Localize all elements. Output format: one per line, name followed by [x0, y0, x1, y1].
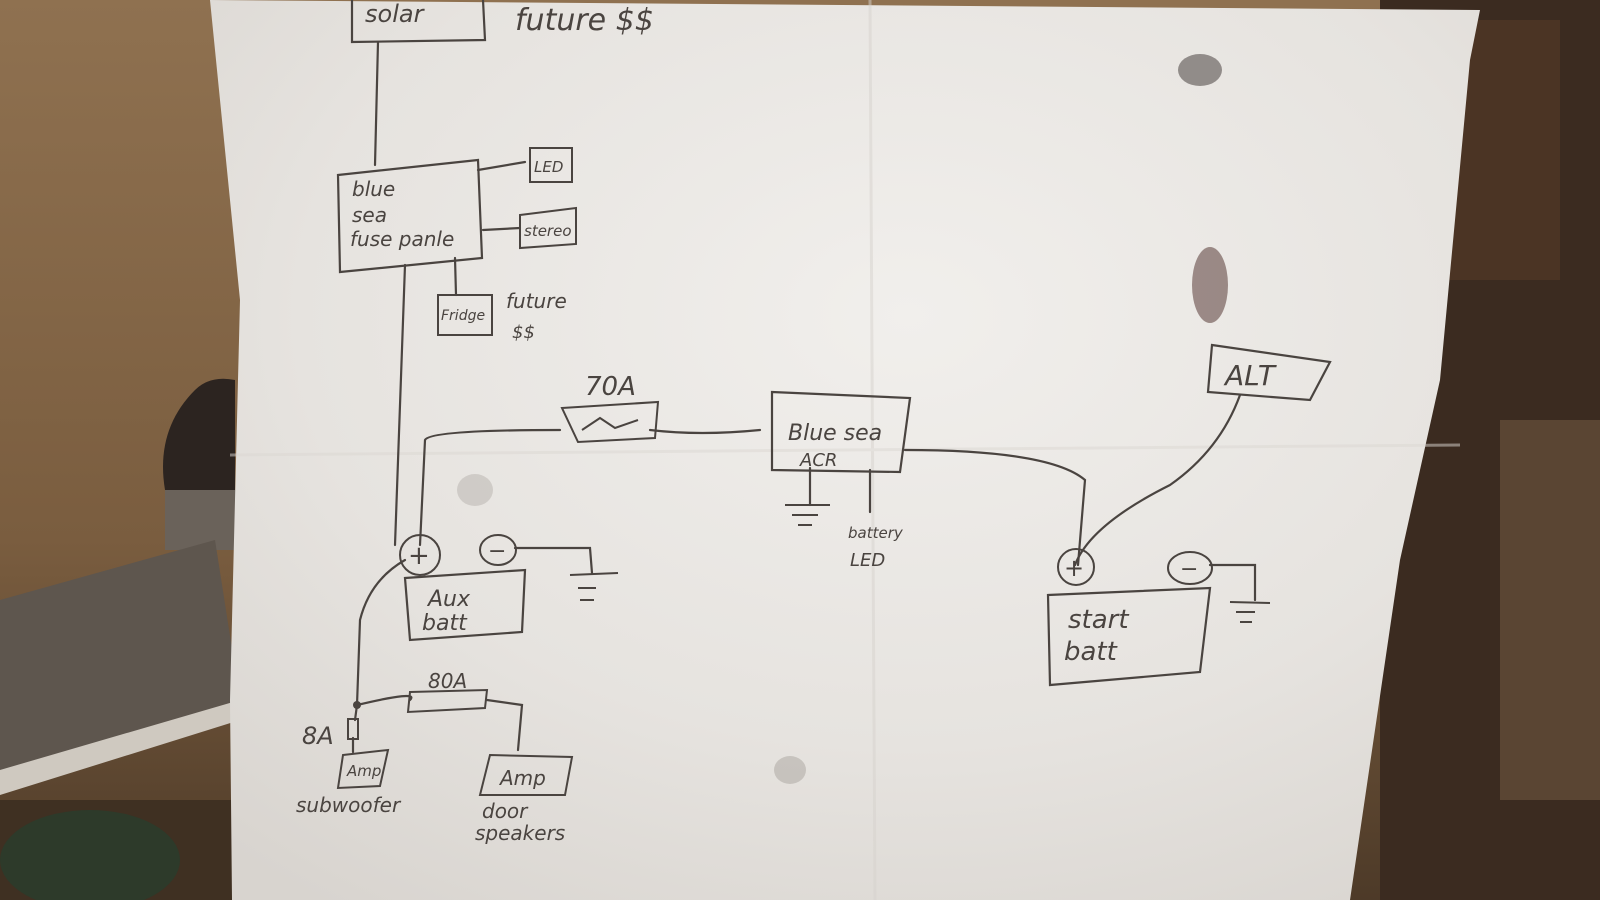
svg-text:Blue sea: Blue sea: [788, 421, 882, 446]
negative-terminal-icon: [479, 534, 517, 566]
acr-box: Blue sea ACR: [770, 390, 912, 474]
fuse-70a: 70A: [560, 372, 660, 444]
svg-text:stereo: stereo: [524, 222, 572, 240]
svg-text:subwoofer: subwoofer: [296, 793, 402, 817]
svg-text:+: +: [408, 541, 430, 571]
fuse-8a: 8A: [302, 718, 359, 750]
amp-subwoofer: Amp subwoofer: [296, 748, 402, 817]
positive-terminal-icon: [399, 534, 441, 576]
fuse-panel-line2: sea: [352, 203, 387, 227]
svg-text:door: door: [482, 799, 529, 823]
svg-text:+: +: [1064, 554, 1084, 582]
solar-label: solar: [365, 0, 426, 28]
fridge-box: Fridge: [437, 294, 493, 336]
svg-text:Amp: Amp: [346, 762, 381, 780]
amp-door-speakers: Amp door speakers: [475, 753, 574, 845]
svg-text:80A: 80A: [428, 669, 467, 693]
negative-terminal-icon: [1167, 551, 1213, 585]
fuse-panel-box: blue sea fuse panle: [336, 158, 484, 274]
future-money: $$: [512, 322, 535, 343]
ground-icon: [569, 504, 1271, 623]
fuse-panel-line3: fuse panle: [350, 227, 454, 251]
svg-text:Aux: Aux: [426, 587, 471, 612]
svg-text:speakers: speakers: [475, 821, 565, 845]
svg-text:8A: 8A: [302, 722, 334, 750]
stereo-box: stereo: [519, 206, 577, 250]
svg-text:−: −: [488, 539, 506, 564]
svg-text:−: −: [1180, 557, 1198, 582]
svg-text:ACR: ACR: [799, 450, 837, 471]
paper-marks: [229, 0, 1461, 900]
wires: [351, 40, 1257, 754]
svg-text:ALT: ALT: [1223, 359, 1277, 392]
fuse-80a: 80A: [406, 669, 489, 714]
battery-led-label-2: LED: [850, 550, 885, 571]
led-box: LED: [529, 147, 573, 183]
svg-text:LED: LED: [534, 158, 563, 176]
start-battery: + − start batt: [1046, 548, 1213, 687]
alternator-box: ALT: [1206, 343, 1332, 402]
battery-led-label-1: battery: [848, 524, 904, 542]
junction-dot: [353, 701, 361, 709]
fuse-panel-line1: blue: [352, 177, 395, 201]
aux-battery: + − Aux batt: [399, 534, 527, 642]
future-label-fridge: future: [506, 289, 567, 313]
svg-text:batt: batt: [422, 611, 468, 636]
future-label-top: future $$: [515, 3, 654, 38]
solar-box: solar: [350, 0, 487, 44]
svg-text:Fridge: Fridge: [441, 308, 485, 324]
svg-text:Amp: Amp: [498, 766, 546, 790]
svg-text:start: start: [1068, 605, 1129, 635]
svg-text:70A: 70A: [585, 372, 636, 402]
svg-text:batt: batt: [1064, 637, 1118, 667]
positive-terminal-icon: [1057, 548, 1095, 586]
